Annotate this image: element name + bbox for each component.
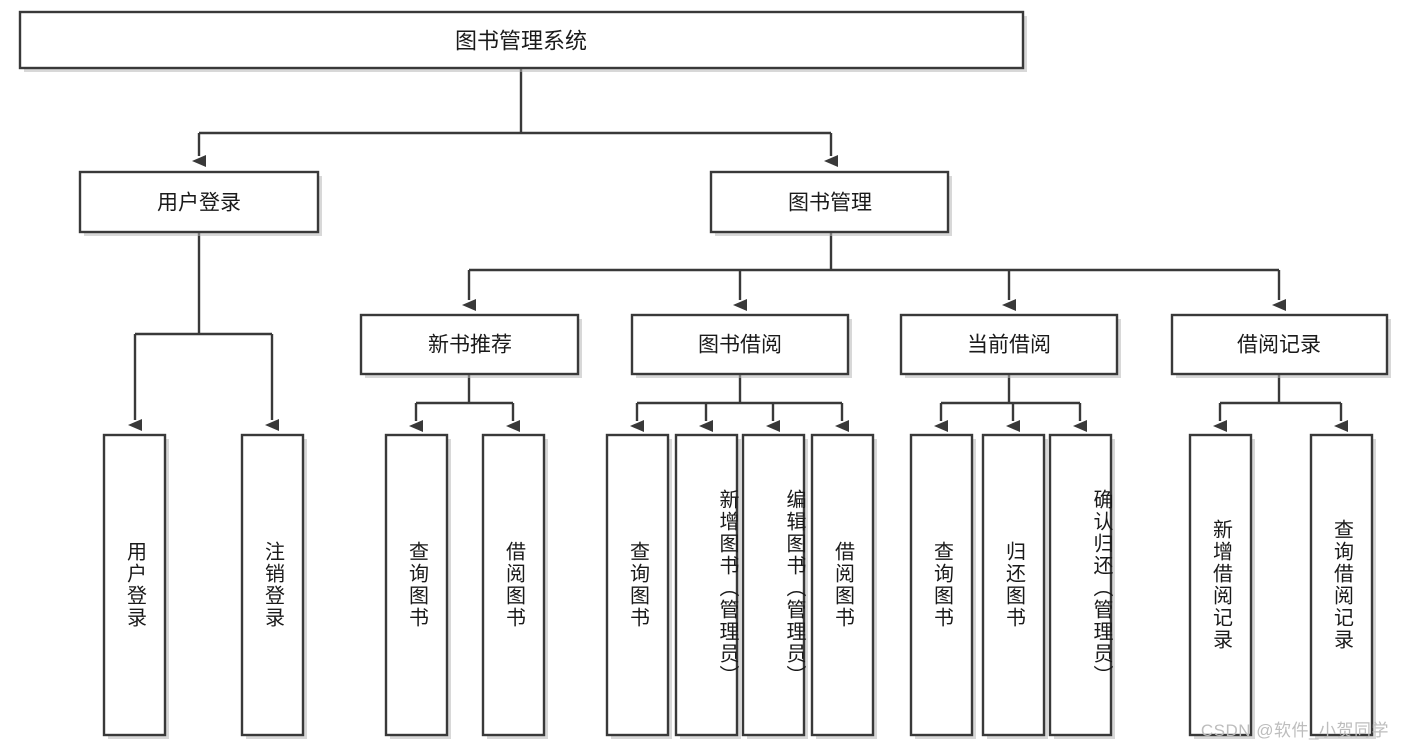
- node-book-manage[interactable]: 图书管理: [709, 170, 952, 236]
- node-book-borrow-label: 图书借阅: [698, 334, 782, 357]
- leaf-rect-return-book[interactable]: [981, 433, 1048, 739]
- watermark-text: CSDN @软件_小贺同学: [1200, 721, 1389, 740]
- leaf-rect-add-record[interactable]: [1188, 433, 1255, 739]
- node-user-login-label: 用户登录: [157, 192, 241, 215]
- node-book-manage-label: 图书管理: [788, 192, 872, 215]
- leaf-rect-edit-book[interactable]: [741, 433, 808, 739]
- connector-layer: [128, 68, 1348, 432]
- node-new-book-rec[interactable]: 新书推荐: [359, 313, 582, 378]
- leaf-rect-query-book-1[interactable]: [384, 433, 451, 739]
- leaf-rect-query-book-2[interactable]: [605, 433, 672, 739]
- leaf-rect-layer: [102, 433, 1376, 739]
- node-book-borrow[interactable]: 图书借阅: [630, 313, 852, 378]
- node-user-login[interactable]: 用户登录: [78, 170, 322, 236]
- node-new-book-rec-label: 新书推荐: [428, 334, 512, 357]
- leaf-rect-add-book[interactable]: [674, 433, 741, 739]
- node-root[interactable]: 图书管理系统: [18, 10, 1027, 72]
- node-borrow-record-label: 借阅记录: [1237, 334, 1321, 357]
- leaf-rect-query-book-3[interactable]: [909, 433, 976, 739]
- node-root-label: 图书管理系统: [455, 29, 587, 54]
- leaf-rect-borrow-book-1[interactable]: [481, 433, 548, 739]
- leaf-rect-query-record[interactable]: [1309, 433, 1376, 739]
- node-current-borrow-label: 当前借阅: [967, 334, 1051, 357]
- leaf-rect-borrow-book-2[interactable]: [810, 433, 877, 739]
- leaf-rect-confirm-return[interactable]: [1048, 433, 1115, 739]
- node-current-borrow[interactable]: 当前借阅: [899, 313, 1121, 378]
- leaf-rect-logout[interactable]: [240, 433, 307, 739]
- leaf-rect-user-login[interactable]: [102, 433, 169, 739]
- node-borrow-record[interactable]: 借阅记录: [1170, 313, 1391, 378]
